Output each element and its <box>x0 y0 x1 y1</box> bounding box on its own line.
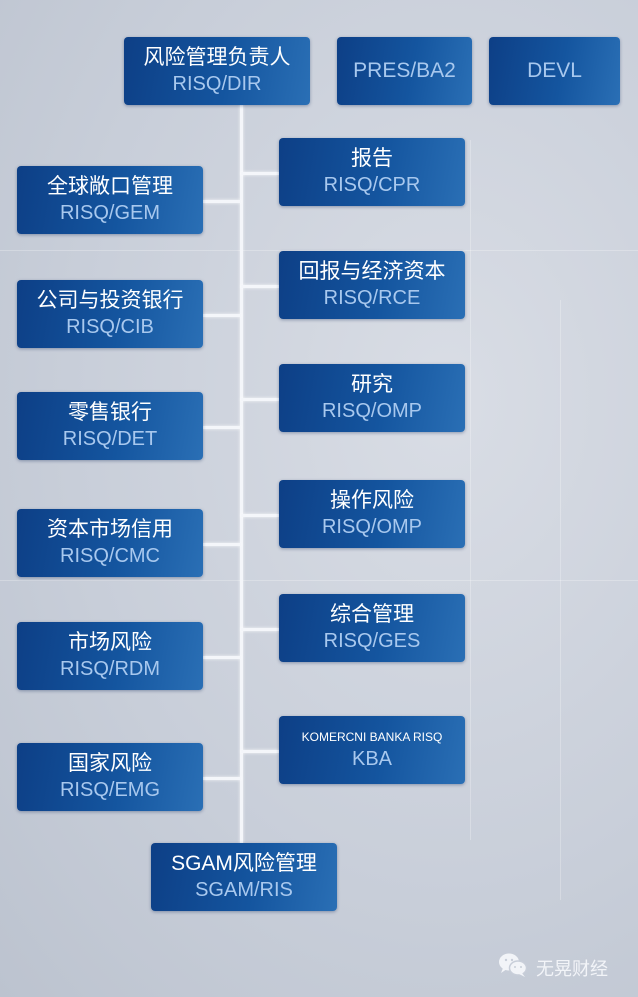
node-code: RISQ/GEM <box>59 202 160 224</box>
node-code: RISQ/OMP <box>321 400 422 422</box>
node-title: 资本市场信用 <box>47 518 173 541</box>
org-node-right: KOMERCNI BANKA RISQ KBA <box>279 716 465 784</box>
connector-right <box>241 514 279 517</box>
node-code: RISQ/DIR <box>172 73 262 95</box>
node-code: RISQ/EMG <box>59 779 160 801</box>
org-node-left: 零售银行 RISQ/DET <box>17 392 203 460</box>
node-code: RISQ/CMC <box>60 545 160 567</box>
watermark-text: 无晃财经 <box>536 958 608 979</box>
connector-right <box>241 398 279 401</box>
node-title: 操作风险 <box>330 489 414 512</box>
wechat-icon <box>498 952 528 983</box>
watermark: 无晃财经 <box>498 952 608 983</box>
org-node-right: 操作风险 RISQ/OMP <box>279 480 465 548</box>
org-node-left: 市场风险 RISQ/RDM <box>17 622 203 690</box>
background-line <box>560 300 561 900</box>
connector-left <box>203 426 241 429</box>
node-code: DEVL <box>527 59 582 82</box>
org-node-bottom: SGAM风险管理 SGAM/RIS <box>151 843 337 911</box>
connector-left <box>203 656 241 659</box>
node-title: 报告 <box>351 147 393 170</box>
background-line <box>0 250 638 251</box>
node-code: RISQ/GES <box>323 630 421 652</box>
node-title: 风险管理负责人 <box>143 46 291 69</box>
node-title: 零售银行 <box>68 401 152 424</box>
connector-left <box>203 200 241 203</box>
node-title: KOMERCNI BANKA RISQ <box>301 730 443 744</box>
connector-left <box>203 543 241 546</box>
org-node-peer: PRES/BA2 <box>337 37 472 105</box>
node-title: 国家风险 <box>68 752 152 775</box>
org-node-right: 研究 RISQ/OMP <box>279 364 465 432</box>
org-node-root: 风险管理负责人 RISQ/DIR <box>124 37 310 105</box>
org-node-left: 全球敞口管理 RISQ/GEM <box>17 166 203 234</box>
org-trunk-line <box>240 104 243 844</box>
org-node-left: 资本市场信用 RISQ/CMC <box>17 509 203 577</box>
node-code: RISQ/RDM <box>60 658 160 680</box>
node-title: 市场风险 <box>68 631 152 654</box>
connector-right <box>241 628 279 631</box>
connector-right <box>241 750 279 753</box>
node-title: 综合管理 <box>330 603 414 626</box>
node-code: PRES/BA2 <box>353 59 456 82</box>
node-code: RISQ/CIB <box>66 316 154 338</box>
background-line <box>0 580 638 581</box>
node-code: RISQ/RCE <box>323 287 421 309</box>
node-code: RISQ/DET <box>62 428 158 450</box>
node-title: 全球敞口管理 <box>47 175 173 198</box>
connector-left <box>203 777 241 780</box>
org-node-right: 回报与经济资本 RISQ/RCE <box>279 251 465 319</box>
org-node-right: 报告 RISQ/CPR <box>279 138 465 206</box>
node-title: 公司与投资银行 <box>36 289 184 312</box>
org-node-peer: DEVL <box>489 37 620 105</box>
org-node-left: 国家风险 RISQ/EMG <box>17 743 203 811</box>
node-code: RISQ/CPR <box>323 174 421 196</box>
node-code: SGAM/RIS <box>195 879 293 901</box>
node-title: SGAM风险管理 <box>171 852 317 875</box>
node-title: 回报与经济资本 <box>298 260 446 283</box>
node-title: 研究 <box>351 373 393 396</box>
background-line <box>470 140 471 840</box>
node-code: RISQ/OMP <box>321 516 422 538</box>
connector-right <box>241 285 279 288</box>
org-node-left: 公司与投资银行 RISQ/CIB <box>17 280 203 348</box>
connector-left <box>203 314 241 317</box>
org-node-right: 综合管理 RISQ/GES <box>279 594 465 662</box>
node-code: KBA <box>351 748 393 770</box>
connector-right <box>241 172 279 175</box>
